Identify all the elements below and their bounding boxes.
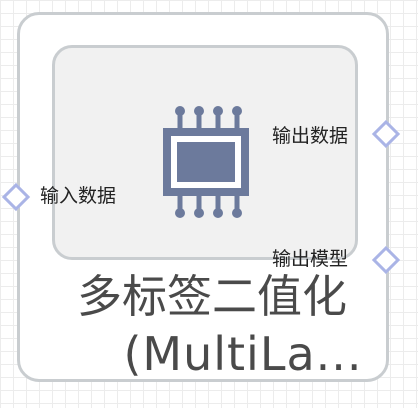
input-data-label: 输入数据 (40, 185, 117, 207)
component-node[interactable]: 多标签二值化 (MultiLa... (17, 12, 389, 382)
node-title-line-2: (MultiLa... (123, 327, 363, 381)
chip-icon (163, 106, 249, 218)
component-icon-panel (52, 45, 358, 260)
output-data-label: 输出数据 (272, 125, 349, 147)
node-title-line-1: 多标签二值化 (76, 270, 347, 323)
output-model-label: 输出模型 (272, 248, 349, 270)
